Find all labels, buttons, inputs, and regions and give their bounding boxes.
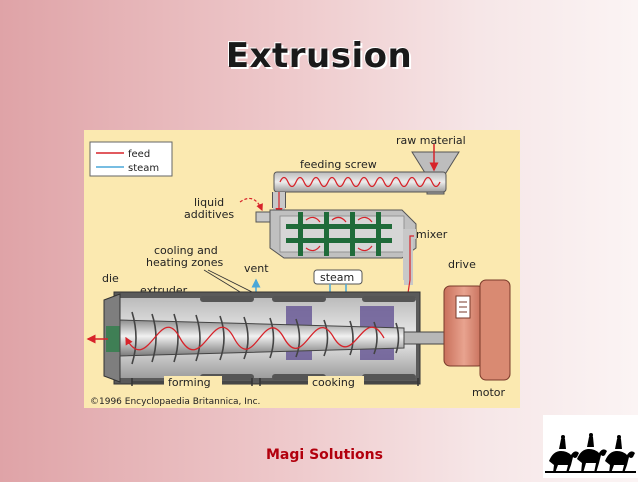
extrusion-diagram: feed steam raw material feeding screw li… xyxy=(84,130,520,408)
label-raw-material: raw material xyxy=(396,134,466,147)
feeding-screw xyxy=(272,171,447,216)
label-die: die xyxy=(102,272,119,285)
label-cooling-and: cooling and xyxy=(154,244,218,257)
legend-feed-label: feed xyxy=(128,149,150,160)
slide-title: Extrusion xyxy=(225,36,413,76)
label-forming: forming xyxy=(168,376,211,389)
drive-motor xyxy=(443,279,511,381)
label-feeding-screw: feeding screw xyxy=(300,158,377,171)
extruder-screw xyxy=(119,311,445,365)
label-steam: steam xyxy=(320,271,354,284)
legend-steam-label: steam xyxy=(128,163,159,174)
label-heating-zones: heating zones xyxy=(146,256,224,269)
die xyxy=(86,293,121,383)
footer-brand: Magi Solutions xyxy=(266,447,383,463)
extrusion-diagram-svg: feed steam raw material feeding screw li… xyxy=(86,134,511,407)
copyright: ©1996 Encyclopaedia Britannica, Inc. xyxy=(90,397,260,407)
label-motor: motor xyxy=(472,386,505,399)
legend-box xyxy=(89,141,173,177)
label-cooking: cooking xyxy=(312,376,355,389)
label-drive: drive xyxy=(448,258,476,271)
magi-logo xyxy=(543,415,638,478)
mixer xyxy=(269,209,417,308)
label-vent: vent xyxy=(244,262,269,275)
label-mixer: mixer xyxy=(416,228,448,241)
legend: feed steam xyxy=(89,141,173,177)
label-liquid: liquid xyxy=(194,196,224,209)
label-additives: additives xyxy=(184,208,234,221)
additives-inlet xyxy=(239,197,271,223)
